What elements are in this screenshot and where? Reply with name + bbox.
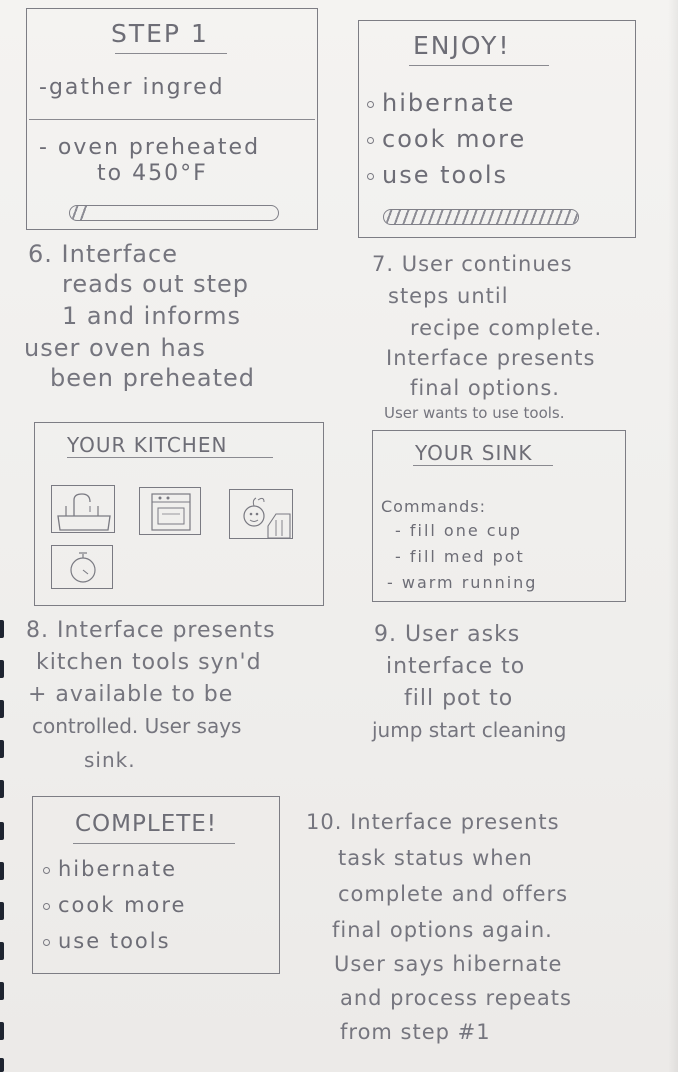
note8-line: 8. Interface presents [26,618,276,643]
note6-line: user oven has [24,334,206,362]
sink-command-fill-one-cup[interactable]: - fill one cup [395,521,522,540]
bullet-icon [43,902,50,910]
sink-command-fill-med-pot[interactable]: - fill med pot [395,547,525,566]
note10-line: final options again. [332,918,553,942]
binding-mark [0,700,4,718]
enjoy-panel: ENJOY! hibernate cook more use tools [358,20,636,238]
enjoy-progress-fill [384,210,578,224]
note7-line: 7. User continues [372,252,573,276]
step1-oven-line: - oven preheated [39,135,261,160]
enjoy-title: ENJOY! [413,31,511,60]
oven-icon[interactable] [139,487,201,535]
bullet-icon [43,866,50,874]
binding-mark [0,660,4,678]
note7-line: steps until [388,284,509,308]
timer-icon[interactable] [51,545,113,589]
note9-line: 9. User asks [374,622,521,647]
sink-command-warm-running[interactable]: - warm running [387,573,538,592]
complete-option-use-tools[interactable]: use tools [43,929,171,953]
note8-line: kitchen tools syn'd [36,650,262,675]
complete-option-hibernate[interactable]: hibernate [43,857,177,881]
step1-progress-bar [69,205,279,221]
note10-line: task status when [338,846,533,870]
sink-commands-label: Commands: [381,497,486,516]
note8-line: sink. [84,748,136,772]
note7-line: final options. [410,376,560,400]
note9-line: fill pot to [404,686,514,711]
note10-line: from step #1 [340,1020,491,1044]
sink-icon[interactable] [51,485,115,533]
note9-line: jump start cleaning [372,718,567,742]
enjoy-option-use-tools[interactable]: use tools [367,161,508,189]
binding-mark [0,740,4,758]
note9-line: interface to [386,654,526,679]
binding-mark [0,982,4,1000]
note7-line: User wants to use tools. [384,404,565,422]
binding-mark [0,942,4,960]
binding-mark [0,902,4,920]
note6-line: been preheated [50,364,256,392]
step1-title: STEP 1 [111,19,209,48]
binding-mark [0,822,4,840]
note8-line: + available to be [28,682,234,707]
complete-panel: COMPLETE! hibernate cook more use tools [32,796,280,974]
enjoy-progress-bar [383,209,579,225]
sink-panel: YOUR SINK Commands: - fill one cup - fil… [372,430,626,602]
note6-line: 1 and informs [62,302,242,330]
binding-mark [0,1022,4,1040]
binding-mark [0,862,4,880]
page-edge-shadow [668,0,678,1072]
binding-mark [0,780,4,798]
note6-line: 6. Interface [28,240,178,268]
note10-line: 10. Interface presents [306,810,560,834]
step1-progress-fill [70,206,87,220]
note7-line: recipe complete. [410,316,603,340]
note10-line: complete and offers [338,882,569,906]
step1-panel: STEP 1 -gather ingred - oven preheated t… [26,8,318,230]
bullet-icon [367,100,374,108]
bullet-icon [367,172,374,180]
complete-option-cook-more[interactable]: cook more [43,893,186,917]
enjoy-option-cook-more[interactable]: cook more [367,125,526,153]
binding-mark [0,620,4,638]
sink-title: YOUR SINK [415,441,533,465]
step1-oven-temp: to 450°F [97,161,208,186]
title-underline [409,65,549,66]
note10-line: and process repeats [340,986,572,1010]
bullet-icon [43,938,50,946]
note7-line: Interface presents [386,346,596,370]
title-underline [73,843,235,844]
title-underline [67,457,273,458]
step1-divider [29,119,315,120]
binding-mark [0,1058,4,1072]
kitchen-title: YOUR KITCHEN [67,433,228,457]
title-underline [413,465,553,466]
title-underline [115,53,227,54]
kitchen-panel: YOUR KITCHEN [34,422,324,606]
note6-line: reads out step [62,270,250,298]
stove-icon[interactable] [229,489,293,539]
note8-line: controlled. User says [32,714,242,738]
step1-gather-line: -gather ingred [39,75,225,100]
bullet-icon [367,136,374,144]
enjoy-option-hibernate[interactable]: hibernate [367,89,515,117]
complete-title: COMPLETE! [75,811,218,837]
note10-line: User says hibernate [334,952,563,976]
